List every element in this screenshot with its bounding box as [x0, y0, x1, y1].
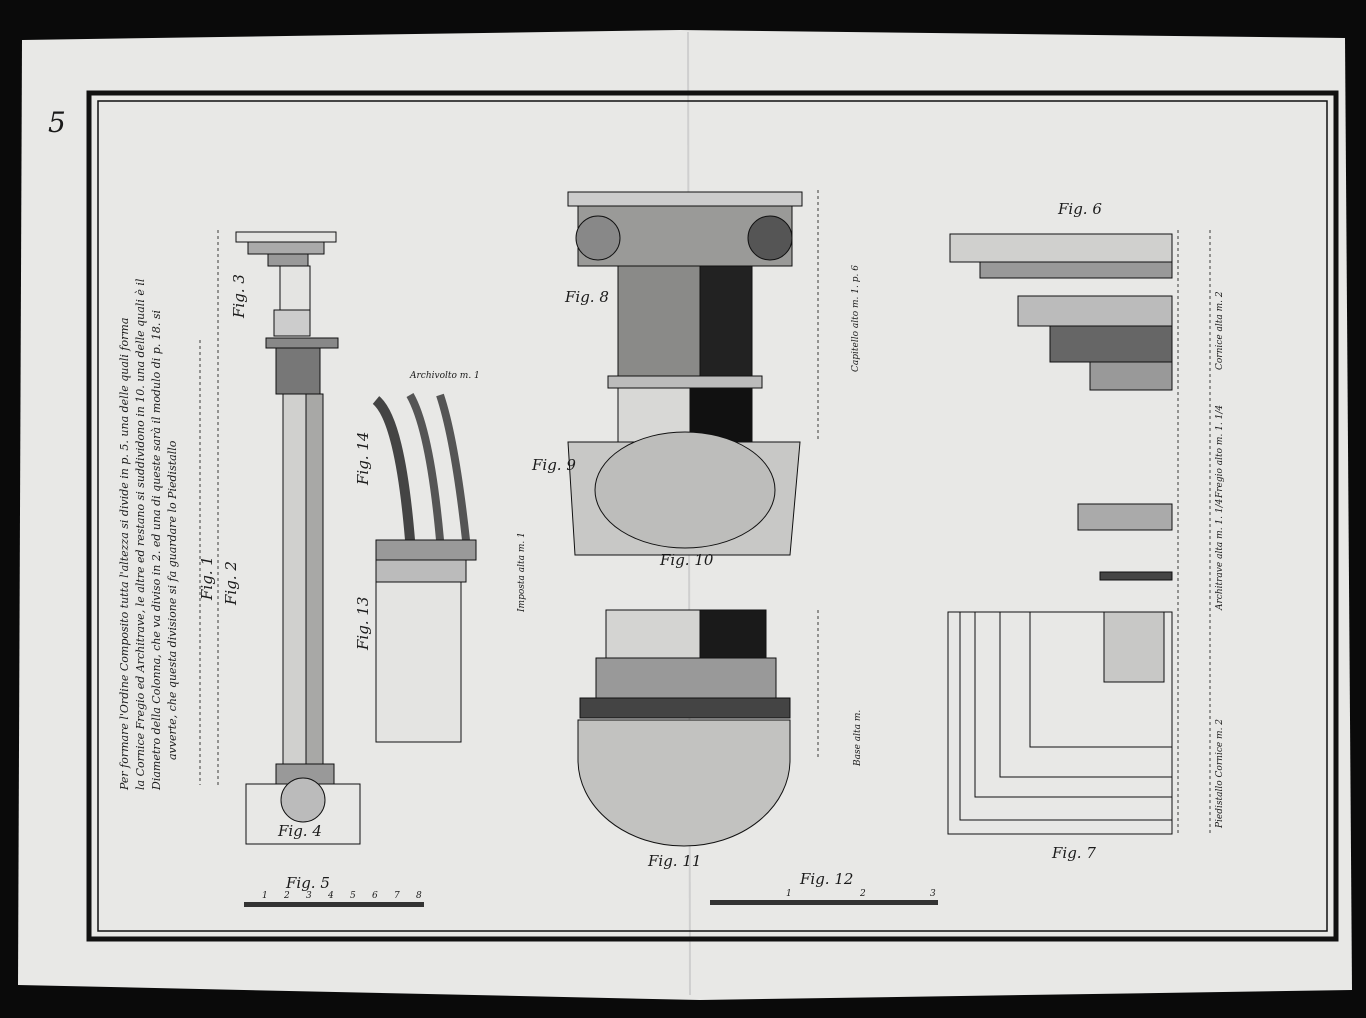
- fig1-label: Fig. 1: [198, 556, 216, 601]
- svg-text:Fig. 5: Fig. 5: [285, 874, 330, 892]
- fig4-label: Fig. 4: [277, 822, 322, 840]
- capital-elevation: [567, 190, 819, 556]
- fig8-label: Fig. 8: [564, 288, 609, 306]
- svg-text:Fig. 12: Fig. 12: [799, 870, 853, 888]
- scale-bar-left: Fig. 5 1 2 3 4 5 6 7 8: [244, 874, 424, 907]
- architrave-note: Architrave alta m. 1. 1/4: [1215, 498, 1225, 611]
- archivolt-and-impost: [372, 393, 477, 743]
- svg-text:3: 3: [930, 889, 936, 899]
- svg-text:8: 8: [416, 891, 422, 901]
- cornice-note: Cornice alta m. 2: [1215, 291, 1225, 370]
- fig7-label: Fig. 7: [1051, 844, 1096, 862]
- capitello-note: Capitello alto m. 1. p. 6: [851, 265, 861, 372]
- svg-text:avverte, che questa divisione: avverte, che questa divisione si fa guar…: [166, 440, 179, 760]
- fig9-label: Fig. 9: [531, 456, 576, 474]
- entablature-and-portal: [947, 230, 1211, 835]
- page-number: 5: [48, 106, 66, 139]
- svg-text:6: 6: [372, 891, 378, 901]
- fig11-label: Fig. 11: [647, 852, 701, 870]
- svg-text:3: 3: [306, 891, 312, 901]
- svg-text:Per formare l'Ordine Composito: Per formare l'Ordine Composito tutta l'a…: [118, 318, 131, 791]
- svg-text:4: 4: [327, 891, 334, 901]
- scale-bar-right: Fig. 12 1 2 3: [710, 870, 938, 905]
- piedistallo-note: Piedistallo Cornice m. 2: [1215, 719, 1225, 829]
- outer-frame: [86, 90, 1339, 942]
- svg-text:2: 2: [283, 891, 290, 901]
- svg-text:2: 2: [859, 889, 866, 899]
- base-elevation: [577, 609, 819, 847]
- fig6-label: Fig. 6: [1057, 200, 1102, 218]
- archivolto-note: Archivolto m. 1: [409, 371, 480, 381]
- svg-text:1: 1: [262, 891, 268, 901]
- fig3-label: Fig. 3: [230, 274, 248, 319]
- fig10-label: Fig. 10: [659, 551, 714, 569]
- fig13-label: Fig. 13: [354, 597, 372, 651]
- svg-text:la Cornice Fregio ed Architrav: la Cornice Fregio ed Architrave, le altr…: [134, 278, 147, 790]
- inner-frame: [97, 100, 1328, 932]
- svg-text:7: 7: [394, 891, 400, 901]
- fig14-label: Fig. 14: [354, 432, 372, 486]
- svg-text:Diametro della Colonna, che va: Diametro della Colonna, che va diviso in…: [150, 310, 163, 791]
- column-elevation: [199, 230, 361, 845]
- fig2-label: Fig. 2: [222, 561, 240, 606]
- svg-text:1: 1: [786, 889, 792, 899]
- imposta-note: Imposta alta m. 1: [517, 532, 527, 613]
- svg-text:5: 5: [350, 891, 356, 901]
- fregio-note: Fregio alto m. 1. 1/4: [1215, 405, 1225, 499]
- caption-text: Per formare l'Ordine Composito tutta l'a…: [118, 278, 179, 791]
- base-note: Base alta m.: [853, 710, 863, 767]
